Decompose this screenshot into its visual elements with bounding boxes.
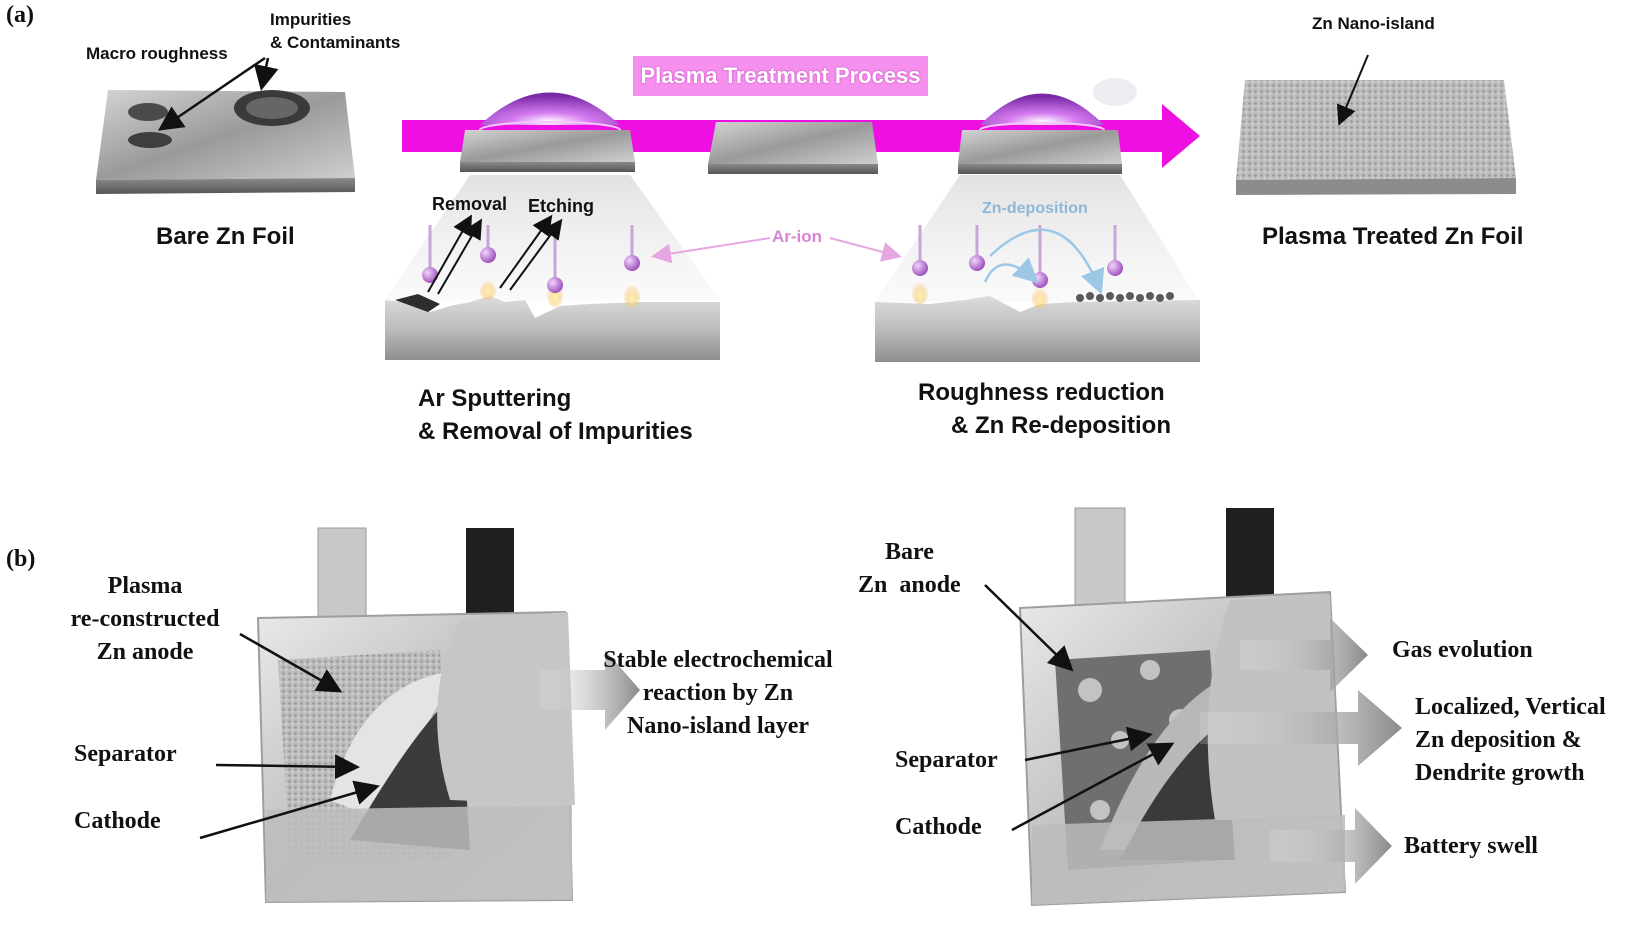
left-result-line2: reaction by Zn bbox=[642, 680, 794, 706]
nano-island-arrow bbox=[1336, 54, 1369, 126]
etching-arrow-2 bbox=[509, 218, 563, 291]
impurities-label-line1: Impurities bbox=[270, 10, 352, 29]
bare-zn-foil bbox=[96, 90, 355, 194]
left-separator-label: Separator bbox=[74, 741, 177, 767]
left-result-line3: Nano-island layer bbox=[626, 713, 809, 739]
battery-swell-arrow bbox=[1270, 808, 1392, 884]
left-result-arrow bbox=[540, 650, 640, 730]
left-anode-label-line1: Plasma bbox=[107, 573, 183, 599]
left-anode-label-line3: Zn anode bbox=[96, 639, 194, 665]
panel-b-label: (b) bbox=[6, 546, 36, 572]
localized-line1: Localized, Vertical bbox=[1415, 694, 1606, 720]
right-anode-pointer bbox=[984, 584, 1074, 672]
right-separator-label: Separator bbox=[895, 747, 998, 773]
redeposit-title-line1: Roughness reduction bbox=[918, 379, 1165, 406]
removal-arrow-2 bbox=[437, 218, 483, 295]
ar-ion-label: Ar-ion bbox=[772, 227, 823, 246]
bare-zn-foil-title: Bare Zn Foil bbox=[156, 223, 295, 250]
nano-island-label: Zn Nano-island bbox=[1312, 14, 1435, 33]
sputter-title-line2: & Removal of Impurities bbox=[418, 418, 693, 445]
left-cathode-label: Cathode bbox=[74, 808, 161, 834]
removal-label: Removal bbox=[432, 194, 508, 214]
panel-a-label: (a) bbox=[6, 2, 34, 28]
gas-evolution-label: Gas evolution bbox=[1392, 637, 1533, 663]
right-anode-label-line2: Zn anode bbox=[858, 572, 961, 598]
etching-arrow-1 bbox=[499, 214, 553, 289]
impurity-arrow-1 bbox=[157, 56, 266, 131]
macro-roughness-label: Macro roughness bbox=[86, 44, 228, 63]
right-pouch-cell bbox=[1018, 507, 1347, 907]
right-cathode-label: Cathode bbox=[895, 814, 982, 840]
left-anode-label-line2: re-constructed bbox=[70, 606, 220, 632]
plasma-treated-foil-title: Plasma Treated Zn Foil bbox=[1262, 223, 1524, 250]
removal-arrow-1 bbox=[427, 214, 472, 293]
battery-swell-label: Battery swell bbox=[1404, 833, 1538, 859]
plasma-treated-foil bbox=[1236, 80, 1516, 195]
plasma-treatment-banner: Plasma Treatment Process bbox=[633, 56, 928, 96]
right-anode-label-line1: Bare bbox=[885, 539, 934, 565]
left-cathode-pointer bbox=[199, 780, 380, 840]
zn-deposition-label: Zn-deposition bbox=[982, 200, 1088, 217]
ar-ion-pointer-left bbox=[651, 237, 771, 264]
redeposition-stage bbox=[875, 78, 1200, 362]
impurities-label-line2: & Contaminants bbox=[270, 33, 401, 52]
left-anode-pointer bbox=[239, 632, 343, 693]
gas-evolution-arrow bbox=[1240, 618, 1368, 692]
localized-line3: Dendrite growth bbox=[1415, 760, 1585, 786]
localized-line2: Zn deposition & bbox=[1415, 727, 1582, 753]
dendrite-arrow bbox=[1200, 690, 1402, 766]
redeposit-title-line2: & Zn Re-deposition bbox=[951, 412, 1171, 439]
impurity-arrow-2 bbox=[253, 57, 279, 91]
middle-foil bbox=[708, 122, 878, 174]
right-separator-pointer bbox=[1024, 726, 1153, 762]
sputter-title-line1: Ar Sputtering bbox=[418, 385, 572, 412]
etching-label: Etching bbox=[528, 196, 594, 216]
ar-ion-pointer-right bbox=[829, 237, 902, 262]
right-cathode-pointer bbox=[1011, 742, 1175, 832]
left-result-line1: Stable electrochemical bbox=[603, 647, 833, 673]
left-separator-pointer bbox=[215, 754, 360, 780]
left-pouch-cell bbox=[256, 527, 575, 904]
